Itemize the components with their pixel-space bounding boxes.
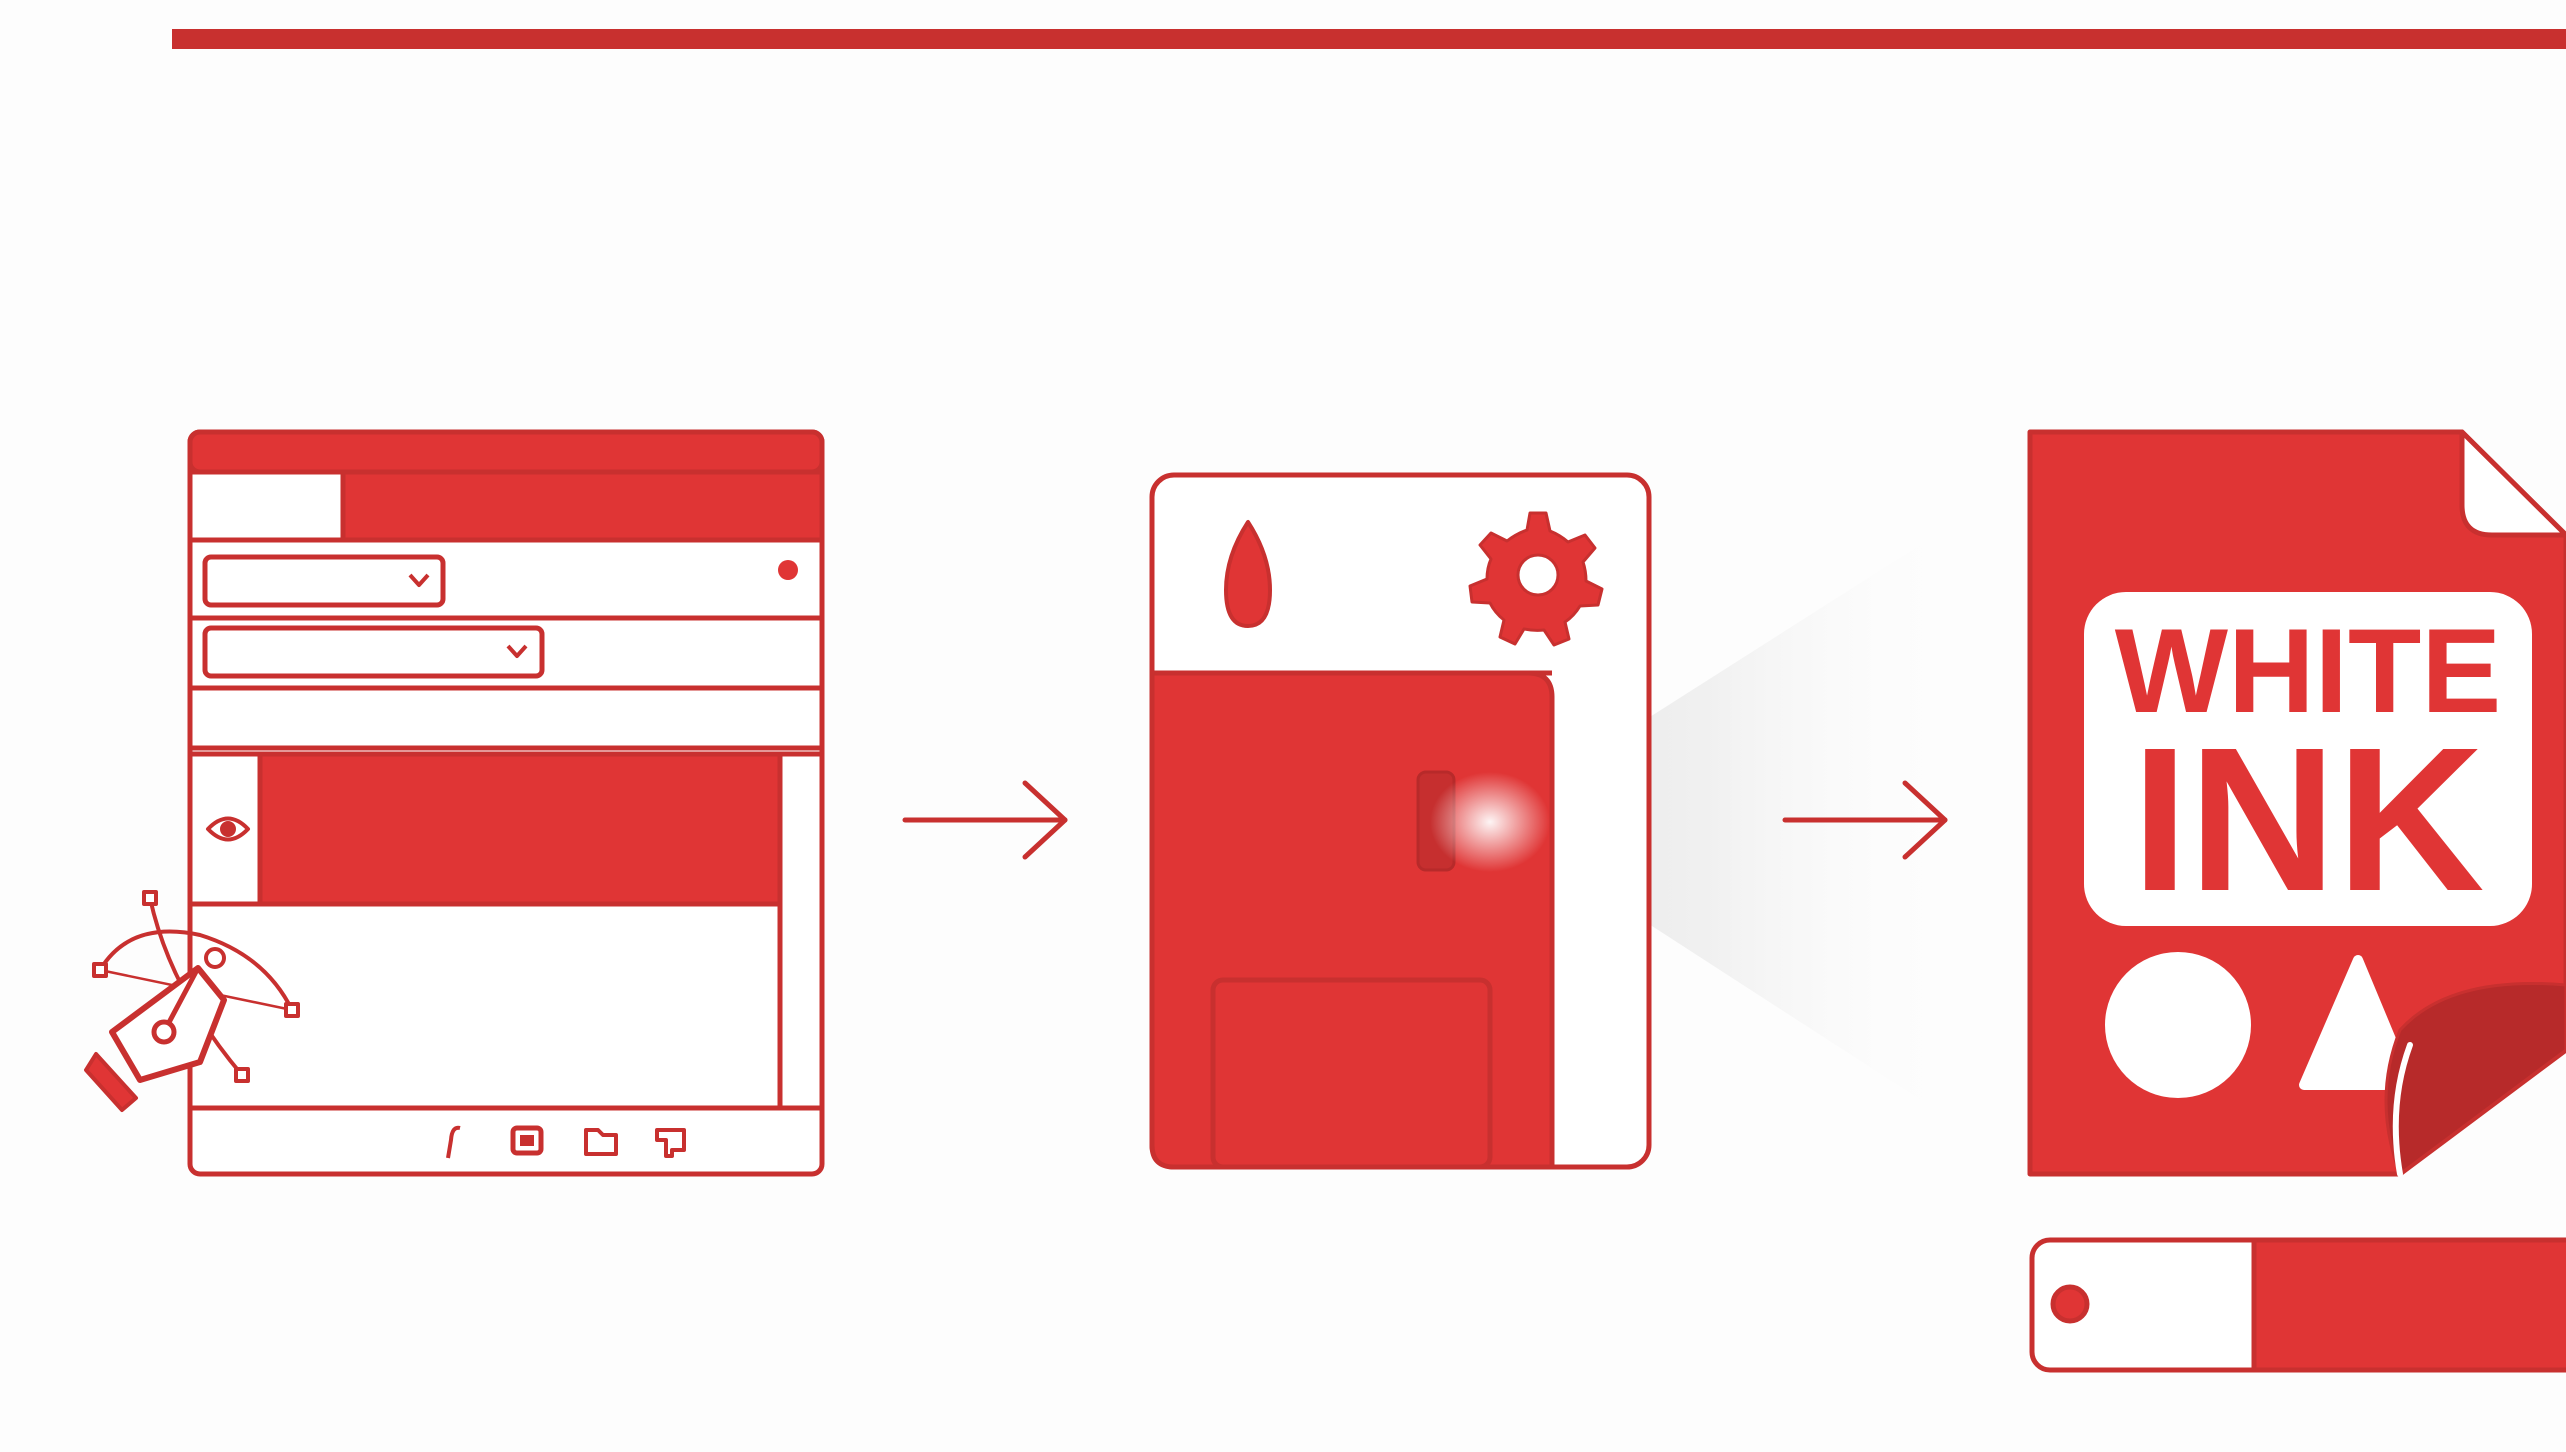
window-title-bar (190, 432, 822, 472)
slider-handle-dot[interactable] (2053, 1287, 2087, 1321)
page-fold-corner (2462, 432, 2566, 535)
circle-shape-icon (2105, 952, 2251, 1098)
stage-printed-sheet: WHITE INK (2030, 432, 2566, 1174)
slider-fill (2254, 1240, 2566, 1370)
header-bar (172, 29, 2566, 49)
nozzle-glow (1430, 772, 1550, 872)
stage-design-software (190, 432, 822, 1174)
status-dot (778, 560, 798, 580)
output-tray (1213, 980, 1490, 1167)
arrow-right-icon (905, 783, 1065, 857)
window-toolbar-block (343, 472, 822, 540)
canvas-artwork-fill (260, 754, 780, 904)
label-line-ink: INK (2131, 705, 2484, 934)
stage-printer (1152, 475, 1649, 1167)
print-progress-slider[interactable] (2032, 1240, 2566, 1370)
